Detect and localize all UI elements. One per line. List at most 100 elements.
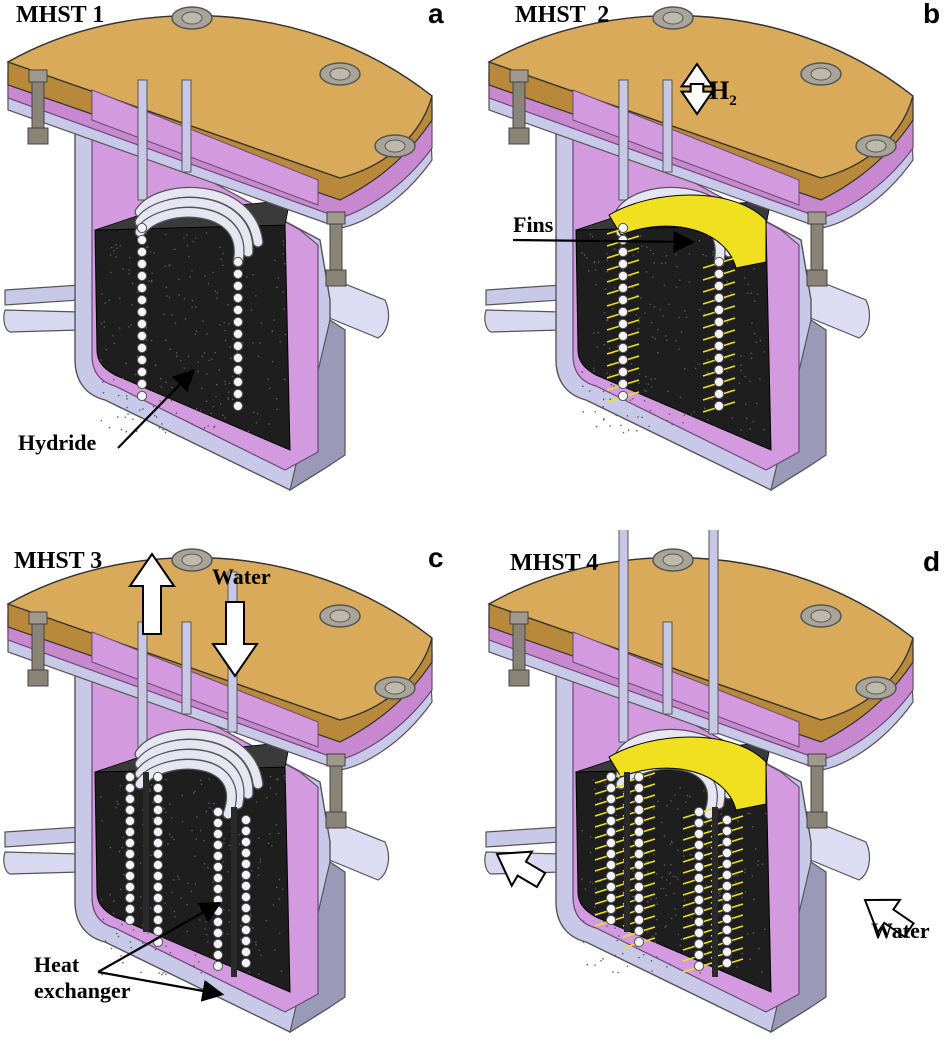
coil-section <box>125 783 134 792</box>
hydride-grain <box>206 333 207 334</box>
hydride-grain <box>618 935 619 936</box>
hydride-grain <box>727 281 728 282</box>
hydride-grain <box>671 918 672 919</box>
coil-section <box>137 247 146 256</box>
hydride-grain <box>677 850 678 851</box>
hydride-grain <box>165 266 166 267</box>
hydride-grain <box>683 856 684 857</box>
coil-section <box>125 827 134 836</box>
hydride-grain <box>620 245 621 246</box>
hydride-grain <box>194 791 195 792</box>
hydride-grain <box>260 859 261 860</box>
hydride-grain <box>201 388 202 389</box>
hydride-grain <box>660 309 661 310</box>
hydride-grain <box>256 801 257 802</box>
hydride-grain <box>113 379 114 380</box>
flange-bolt-nut <box>807 270 827 286</box>
hydride-grain <box>279 879 280 880</box>
hydride-grain <box>273 319 274 320</box>
hydride-grain <box>176 356 177 357</box>
coil-section <box>714 293 723 302</box>
hydride-grain <box>654 378 655 379</box>
hydride-grain <box>740 355 741 356</box>
hydride-grain <box>278 277 279 278</box>
hydride-grain <box>675 914 676 915</box>
hydride-grain <box>221 259 222 260</box>
hydride-grain <box>220 403 221 404</box>
hydride-grain <box>628 430 629 431</box>
hydride-grain <box>637 416 638 417</box>
hydride-grain <box>647 901 648 902</box>
hydride-grain <box>711 399 712 400</box>
left-nozzle <box>485 310 561 332</box>
hydride-grain <box>663 888 664 889</box>
lid-bolt-socket <box>811 68 831 80</box>
hydride-grain <box>650 250 651 251</box>
hydride-grain <box>649 776 650 777</box>
hydride-grain <box>215 396 216 397</box>
coil-section <box>153 904 162 913</box>
coil-section <box>233 305 242 314</box>
hydride-grain <box>270 776 271 777</box>
hydride-grain <box>741 897 742 898</box>
hydride-grain <box>763 429 764 430</box>
hydride-grain <box>654 338 655 339</box>
hydride-grain <box>135 374 136 375</box>
hydride-grain <box>117 803 118 804</box>
hydride-grain <box>142 924 143 925</box>
hydride-grain <box>282 291 283 292</box>
hydride-grain <box>630 399 631 400</box>
panel-d: MHST 4 d Water <box>473 530 946 1060</box>
hydride-grain <box>156 416 157 417</box>
hydride-grain <box>710 845 711 846</box>
hydride-grain <box>180 360 181 361</box>
hydride-grain <box>155 365 156 366</box>
coil-section <box>241 936 250 945</box>
coil-section <box>714 317 723 326</box>
hydride-grain <box>656 956 657 957</box>
hydride-grain <box>581 830 582 831</box>
hydride-grain <box>276 398 277 399</box>
hydride-grain <box>119 245 120 246</box>
coil-section <box>694 895 703 904</box>
hydride-grain <box>616 815 617 816</box>
hydride-grain <box>594 370 595 371</box>
mhst4-diagram <box>473 530 946 1060</box>
hydride-grain <box>276 287 277 288</box>
hydride-grain <box>232 338 233 339</box>
hydride-grain <box>632 398 633 399</box>
hydride-grain <box>255 944 256 945</box>
hydride-grain <box>260 955 261 956</box>
hydride-grain <box>684 415 685 416</box>
hydride-grain <box>199 919 200 920</box>
hydride-grain <box>678 349 679 350</box>
hydride-grain <box>142 408 143 409</box>
hydride-grain <box>228 392 229 393</box>
port-tube <box>182 80 191 172</box>
hydride-grain <box>165 234 166 235</box>
hydride-grain <box>158 972 159 973</box>
coil-section <box>137 355 146 364</box>
hydride-grain <box>274 949 275 950</box>
hydride-grain <box>223 838 224 839</box>
hydride-grain <box>730 292 731 293</box>
hydride-grain <box>670 964 671 965</box>
hydride-grain <box>699 972 700 973</box>
port-tube <box>709 530 718 734</box>
panel-letter: c <box>428 542 444 574</box>
coil-section <box>233 365 242 374</box>
coil-section <box>618 271 627 280</box>
hydride-grain <box>118 395 119 396</box>
hydride-grain <box>678 317 679 318</box>
coil-section <box>241 881 250 890</box>
hydride-grain <box>103 919 104 920</box>
hydride-grain <box>277 778 278 779</box>
hydride-grain <box>284 775 285 776</box>
coil-section <box>137 331 146 340</box>
hydride-grain <box>610 399 611 400</box>
hydride-grain <box>163 314 164 315</box>
coil-section <box>722 925 731 934</box>
hydride-grain <box>115 807 116 808</box>
hydride-grain <box>196 838 197 839</box>
hydride-grain <box>116 244 117 245</box>
